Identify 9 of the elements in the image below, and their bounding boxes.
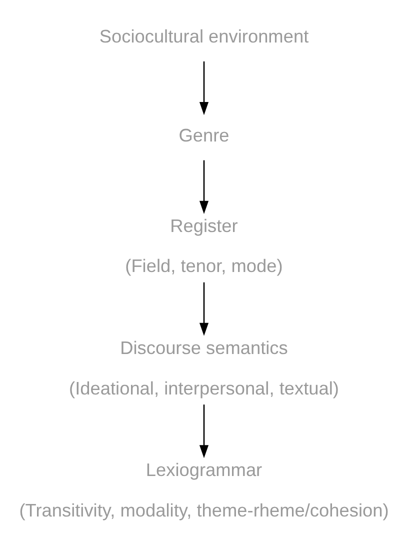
arrow xyxy=(198,282,208,336)
node-text: Genre xyxy=(178,124,229,145)
arrow xyxy=(198,160,208,214)
node-text: Sociocultural environment xyxy=(98,26,308,46)
node-text: Discourse semantics (Ideational, interpersonal, textual) xyxy=(68,337,338,398)
node-text: Lexiogrammar (Transitivity, modality, theme-rheme/cohesion) xyxy=(18,460,388,520)
node-text: Register (Field, tenor, mode) xyxy=(124,215,282,276)
arrow xyxy=(198,404,208,458)
arrow xyxy=(198,60,208,115)
